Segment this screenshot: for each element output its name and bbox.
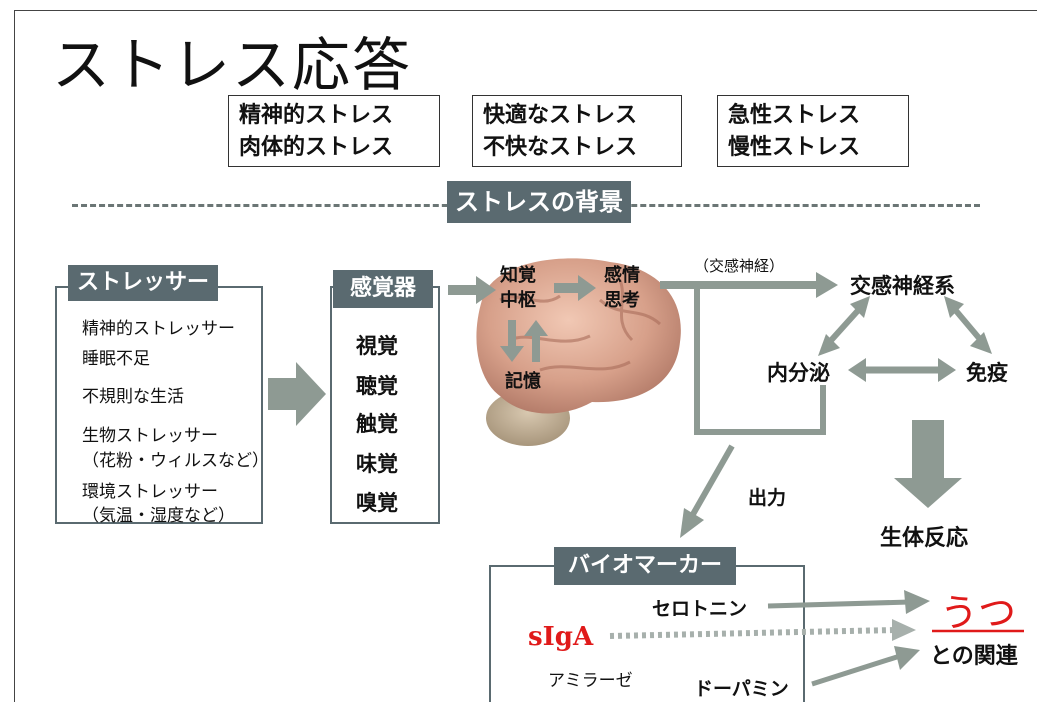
biomarker-box bbox=[489, 565, 805, 702]
stress-type-box-3: 急性ストレス 慢性ストレス bbox=[717, 95, 909, 167]
stress-type-2-line2: 不快なストレス bbox=[483, 135, 638, 160]
background-banner: ストレスの背景 bbox=[447, 181, 631, 223]
page-title: ストレス応答 bbox=[52, 31, 413, 99]
sympathetic-immune-arrow bbox=[944, 296, 992, 354]
biomarker-banner: バイオマーカー bbox=[554, 547, 736, 585]
stressor-item-1: 精神的ストレッサー bbox=[82, 319, 235, 339]
sense-sight: 視覚 bbox=[356, 334, 398, 358]
sympathetic-system-label: 交感神経系 bbox=[850, 274, 955, 298]
output-label: 出力 bbox=[748, 487, 787, 509]
memory-to-perception-arrow bbox=[524, 320, 548, 362]
stress-type-2-line1: 快適なストレス bbox=[483, 103, 638, 128]
stress-type-3-line1: 急性ストレス bbox=[728, 103, 861, 128]
stressor-banner: ストレッサー bbox=[68, 265, 218, 301]
stress-type-1-line2: 肉体的ストレス bbox=[239, 135, 394, 160]
senses-banner: 感覚器 bbox=[333, 270, 433, 308]
output-bracket-line bbox=[694, 285, 826, 435]
sigA-arrow bbox=[609, 619, 916, 641]
stressor-item-2: 睡眠不足 bbox=[82, 349, 150, 369]
emotion-label-1: 感情 bbox=[604, 265, 640, 286]
immune-label: 免疫 bbox=[966, 361, 1008, 385]
sense-smell: 嗅覚 bbox=[356, 491, 398, 515]
stressor-box bbox=[55, 286, 263, 524]
endocrine-label: 内分泌 bbox=[767, 361, 830, 385]
stress-type-box-1: 精神的ストレス 肉体的ストレス bbox=[228, 95, 440, 167]
stress-type-1-line1: 精神的ストレス bbox=[239, 103, 394, 128]
stressor-item-5: （花粉・ウィルスなど） bbox=[82, 451, 269, 471]
body-response-arrow bbox=[894, 420, 962, 508]
perception-to-memory-arrow bbox=[500, 320, 524, 362]
perception-to-emotion-arrow bbox=[554, 275, 596, 301]
endocrine-immune-arrow bbox=[848, 358, 956, 382]
stress-type-3-line2: 慢性ストレス bbox=[728, 135, 861, 160]
memory-label: 記憶 bbox=[505, 371, 541, 392]
stressor-to-senses-arrow bbox=[268, 362, 326, 426]
depression-label: うつ bbox=[940, 591, 1017, 635]
sense-taste: 味覚 bbox=[356, 452, 398, 476]
sympathetic-note: （交感神経） bbox=[694, 257, 785, 275]
emotion-to-sympathetic-arrow bbox=[660, 272, 838, 298]
amylase-label: アミラーゼ bbox=[548, 671, 633, 691]
dopamine-arrow bbox=[811, 646, 920, 687]
sense-touch: 触覚 bbox=[356, 412, 398, 436]
body-response-label: 生体反応 bbox=[880, 526, 969, 551]
output-arrow bbox=[680, 444, 735, 538]
stressor-item-6: 環境ストレッサー bbox=[82, 482, 218, 502]
frame-left-border bbox=[14, 10, 15, 702]
sense-hearing: 聴覚 bbox=[356, 374, 398, 398]
senses-box bbox=[330, 286, 440, 524]
serotonin-arrow bbox=[767, 590, 930, 614]
stressor-item-3: 不規則な生活 bbox=[82, 387, 184, 407]
dopamine-label: ドーパミン bbox=[694, 678, 789, 700]
perception-label-1: 知覚 bbox=[500, 265, 536, 286]
sympathetic-endocrine-arrow bbox=[818, 296, 870, 356]
stressor-item-7: （気温・湿度など） bbox=[82, 506, 235, 526]
relation-label: との関連 bbox=[930, 644, 1018, 669]
stressor-item-4: 生物ストレッサー bbox=[82, 426, 218, 446]
frame-top-border bbox=[14, 10, 1037, 11]
stress-type-box-2: 快適なストレス 不快なストレス bbox=[472, 95, 682, 167]
brain-image bbox=[476, 258, 681, 446]
sigA-label: sIgA bbox=[528, 622, 594, 652]
senses-to-brain-arrow bbox=[448, 276, 496, 304]
serotonin-label: セロトニン bbox=[652, 598, 748, 620]
emotion-label-2: 思考 bbox=[604, 290, 640, 311]
perception-label-2: 中枢 bbox=[500, 290, 536, 311]
